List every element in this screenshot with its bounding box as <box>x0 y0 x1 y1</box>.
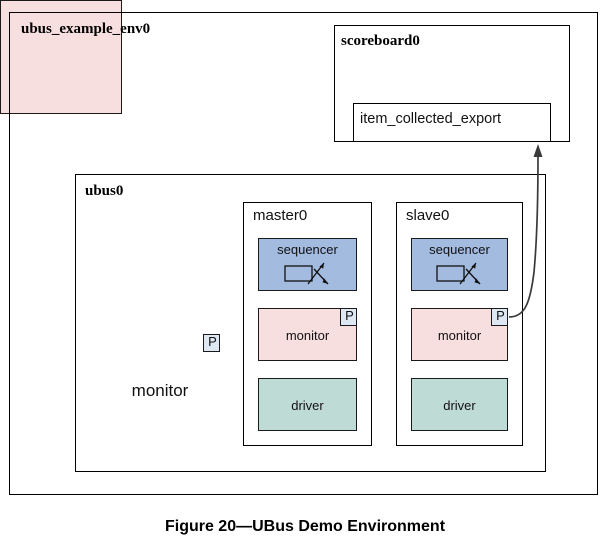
ubus-example-env-container <box>9 12 598 495</box>
master0-monitor-label: monitor <box>285 328 330 343</box>
slave0-sequencer-box: sequencer <box>411 238 508 291</box>
sequence-item-icon <box>435 262 480 285</box>
scoreboard-title: scoreboard0 <box>341 33 420 49</box>
slave0-monitor-port-icon: P <box>491 308 508 326</box>
env-monitor-label: monitor <box>131 381 189 400</box>
master0-driver-label: driver <box>291 398 324 413</box>
ubus0-title: ubus0 <box>85 183 124 199</box>
slave0-driver-label: driver <box>443 398 476 413</box>
slave0-title: slave0 <box>406 207 450 224</box>
item-collected-export-box <box>353 103 551 142</box>
item-collected-export-label: item_collected_export <box>360 111 502 127</box>
ubus-example-env-title: ubus_example_env0 <box>21 21 151 37</box>
sequence-item-icon <box>283 262 328 285</box>
env-monitor-box <box>0 0 122 114</box>
master0-sequencer-box: sequencer <box>258 238 357 291</box>
env-monitor-port-label: P <box>208 334 217 349</box>
master0-monitor-port-icon: P <box>340 308 357 326</box>
ubus0-container <box>75 174 546 472</box>
master0-monitor-port-label: P <box>345 308 354 323</box>
slave0-sequencer-label: sequencer <box>429 242 490 257</box>
figure-caption: Figure 20—UBus Demo Environment <box>164 518 446 535</box>
master0-sequencer-label: sequencer <box>277 242 338 257</box>
slave0-driver-box: driver <box>411 378 508 431</box>
master0-title: master0 <box>253 207 308 224</box>
slave0-monitor-port-label: P <box>496 308 505 323</box>
slave0-monitor-label: monitor <box>437 328 482 343</box>
master0-driver-box: driver <box>258 378 357 431</box>
env-monitor-port-icon: P <box>203 334 220 352</box>
